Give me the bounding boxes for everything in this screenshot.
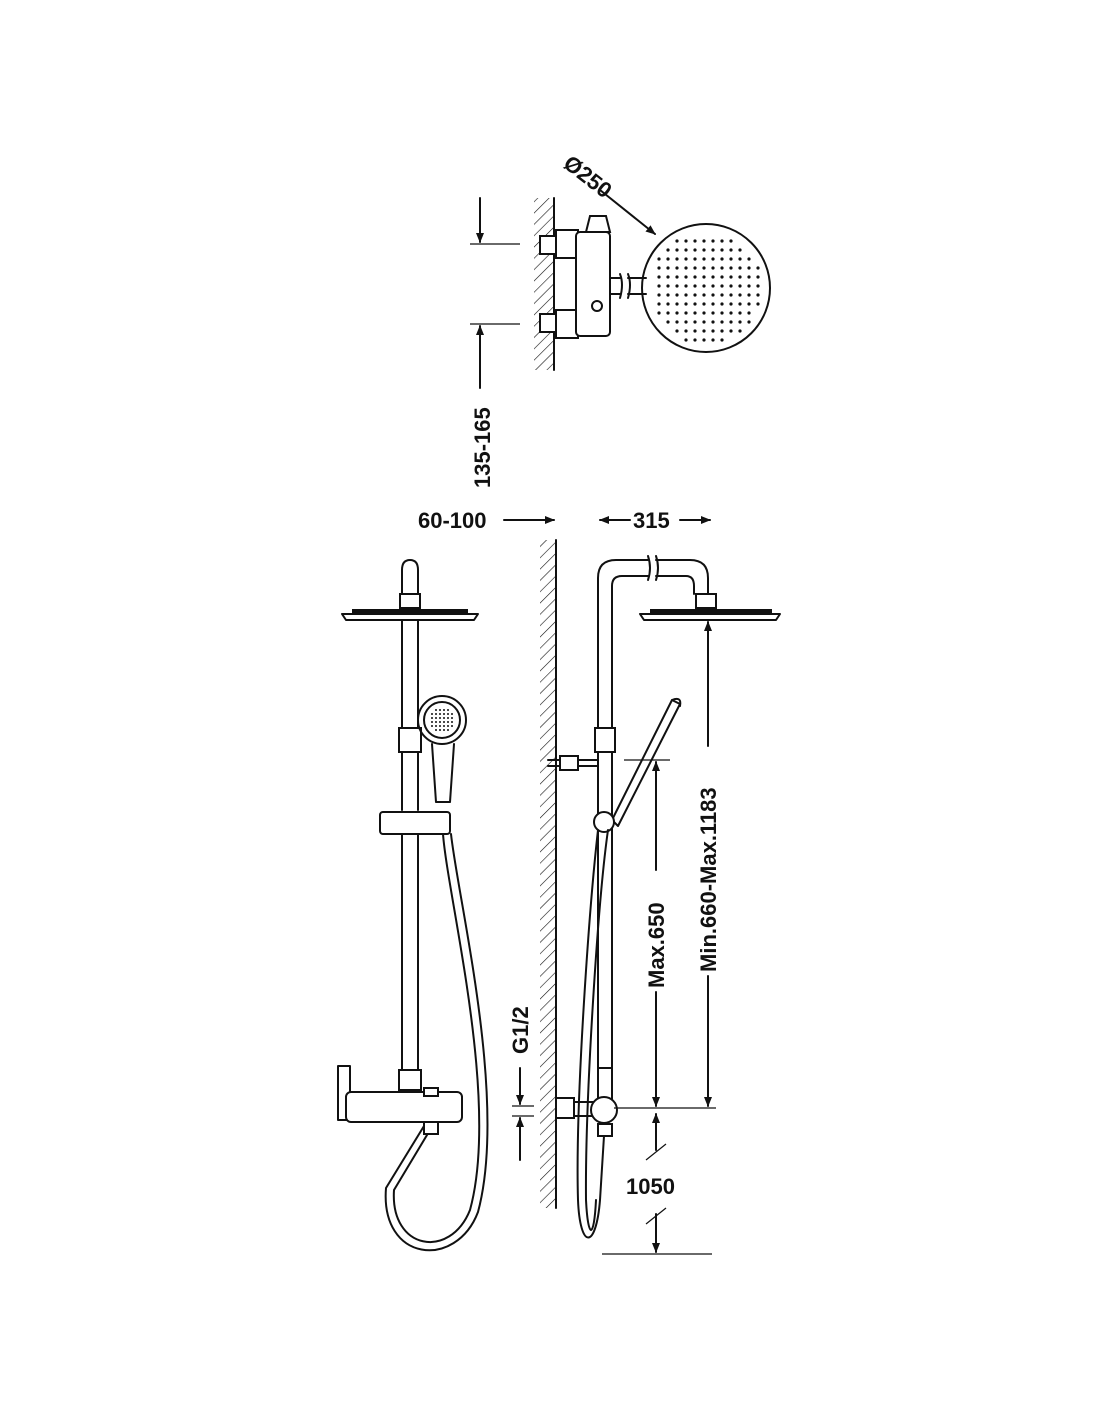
side-view bbox=[540, 539, 781, 1239]
wall-offset-label: 60-100 bbox=[418, 508, 487, 533]
mixer-front bbox=[345, 1091, 463, 1123]
mount-height-label: 1050 bbox=[626, 1174, 675, 1199]
top-wall bbox=[534, 198, 554, 370]
slide-max-label: Max.650 bbox=[644, 902, 669, 988]
front-view bbox=[337, 559, 489, 1252]
arm-projection-label: 315 bbox=[633, 508, 670, 533]
hand-shower-dots bbox=[431, 709, 453, 731]
head-diameter-label: Ø250 bbox=[559, 150, 617, 203]
nozzle-pattern bbox=[657, 239, 760, 342]
side-wall bbox=[540, 540, 556, 1208]
hand-shower-front bbox=[417, 695, 467, 745]
height-range-label: Min.660-Max.1183 bbox=[696, 787, 721, 972]
thread-label: G1/2 bbox=[508, 1006, 533, 1054]
dimension-lines: 60-100 315 Max.650 Min.660-Max.1183 G1/2… bbox=[418, 508, 721, 1255]
slider-front bbox=[379, 811, 451, 835]
shower-head-top bbox=[641, 223, 771, 353]
inlet-spacing-label: 135-165 bbox=[470, 407, 495, 488]
mixer-body-top bbox=[575, 231, 611, 337]
top-view: Ø250 135-165 bbox=[470, 150, 771, 488]
